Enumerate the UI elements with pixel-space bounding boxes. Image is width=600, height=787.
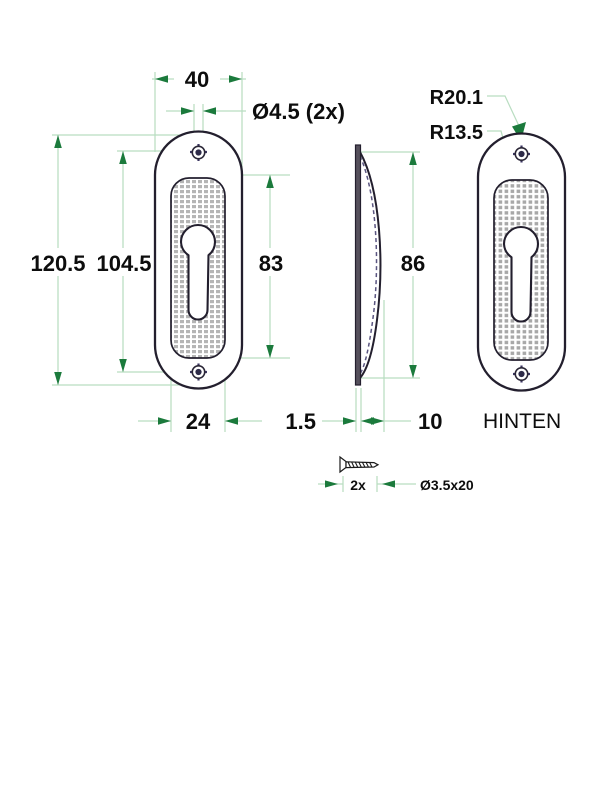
dim-label-r20-1: R20.1 [430, 87, 483, 109]
dim-label-height-120-5: 120.5 [30, 251, 85, 276]
dimension-height-83: 83 [250, 175, 290, 358]
rear-view: R20.1 R13.5 HIN [430, 87, 567, 433]
dimension-width-40: 40 [152, 66, 246, 92]
front-keyhole [179, 223, 217, 321]
dim-label-width-24: 24 [186, 409, 211, 434]
rear-keyhole [502, 225, 540, 323]
fastener-quantity-label: 2x [350, 477, 366, 493]
front-screw-hole-bottom [190, 363, 207, 381]
dimension-hole-diameter: Ø4.5 (2x) [166, 99, 345, 124]
fastener-spec-label: Ø3.5x20 [420, 477, 474, 493]
rear-screw-hole-bottom [513, 365, 530, 383]
dimension-height-104-5: 104.5 [87, 151, 163, 372]
dim-label-height-104-5: 104.5 [96, 251, 151, 276]
fastener-quantity-dimension: 2x [318, 476, 366, 493]
front-screw-hole-top [190, 144, 207, 161]
dimension-height-86: 86 [392, 152, 434, 378]
fastener-callout: 2x Ø3.5x20 [318, 455, 474, 493]
fastener-spec-dimension: Ø3.5x20 [376, 476, 474, 493]
side-plate-body [354, 144, 362, 386]
dimension-thickness-1-5: 1.5 [285, 409, 356, 434]
dimension-width-24: 24 [138, 408, 262, 434]
side-extension-lines [355, 151, 420, 432]
screw-icon [339, 455, 380, 474]
side-bulge-profile [359, 151, 382, 381]
dimension-depth-10: 10 [361, 409, 442, 434]
dim-label-height-83: 83 [259, 251, 283, 276]
dim-label-hole-diameter: Ø4.5 (2x) [252, 99, 345, 124]
leader-r20-1: R20.1 [430, 87, 526, 141]
side-bulge-hidden-edge [359, 155, 378, 375]
front-view: 40 Ø4.5 (2x) 120.5 104.5 [20, 66, 345, 434]
rear-view-label: HINTEN [483, 410, 561, 433]
dimension-height-120-5: 120.5 [20, 135, 98, 385]
dim-label-width-40: 40 [185, 67, 209, 92]
rear-screw-hole-top [513, 145, 530, 163]
side-view: 86 1.5 10 [285, 144, 442, 434]
dim-label-depth-10: 10 [418, 409, 442, 434]
dim-label-height-86: 86 [401, 251, 425, 276]
dim-label-r13-5: R13.5 [430, 122, 483, 144]
dim-label-thickness-1-5: 1.5 [285, 409, 316, 434]
